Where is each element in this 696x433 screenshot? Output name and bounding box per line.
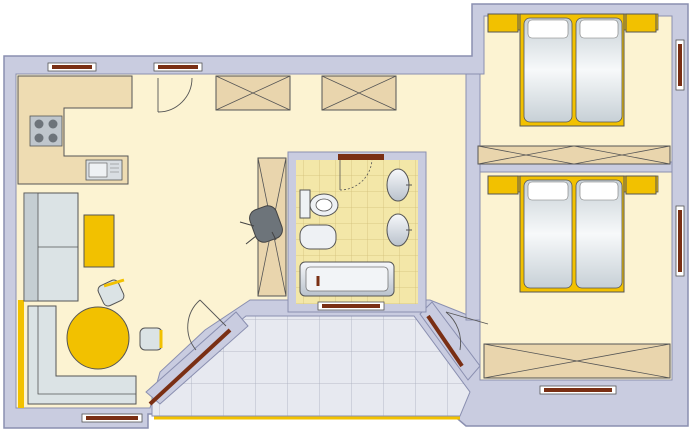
bidet-icon (299, 224, 337, 250)
kitchen (17, 75, 133, 185)
bathroom (287, 151, 427, 313)
table-icon (66, 306, 130, 370)
hall-wall-right (419, 301, 481, 381)
stove-icon (29, 115, 63, 147)
windows (47, 39, 685, 423)
armchair-icon (239, 205, 283, 245)
washbasin-icon (386, 168, 412, 247)
window-icon (426, 314, 464, 368)
bedside-table-icon (487, 175, 519, 195)
bedroom-1 (477, 13, 671, 165)
window-pane (678, 210, 682, 272)
wall-bedrooms (465, 73, 481, 321)
living-area (18, 192, 163, 408)
window-pane (52, 65, 92, 69)
window-pane (322, 304, 380, 308)
wardrobe-icon (483, 343, 671, 379)
bathtub-icon (299, 261, 395, 297)
door-swing-icon (445, 311, 489, 351)
wardrobe-icon (215, 75, 291, 111)
bed-icon (519, 13, 625, 127)
bedside-table-icon (625, 175, 657, 195)
window-pane (86, 416, 138, 420)
chair-icon (97, 278, 125, 307)
kitchen-counter (17, 75, 133, 185)
bathroom-door-swing-icon (339, 157, 373, 191)
bedside-table-icon (625, 13, 657, 33)
door-swing-icon (187, 299, 227, 351)
door-swing-icon (157, 77, 193, 113)
window-pane (544, 388, 612, 392)
side-table-icon (83, 214, 115, 268)
living-accent-strip (18, 300, 24, 408)
chair-icon (139, 327, 163, 351)
bedside-table-icon (487, 13, 519, 33)
bed-icon (519, 175, 625, 293)
sink-icon (85, 159, 123, 181)
corner-sofa-icon (27, 305, 137, 405)
window-pane (678, 44, 682, 86)
sofa-icon (23, 192, 79, 302)
window-icon (148, 328, 232, 406)
wardrobe-icon (477, 145, 671, 165)
toilet-icon (299, 189, 339, 219)
wardrobe-icon (321, 75, 397, 111)
bedroom-2 (483, 175, 671, 379)
window-icon (338, 154, 384, 160)
window-pane (158, 65, 198, 69)
